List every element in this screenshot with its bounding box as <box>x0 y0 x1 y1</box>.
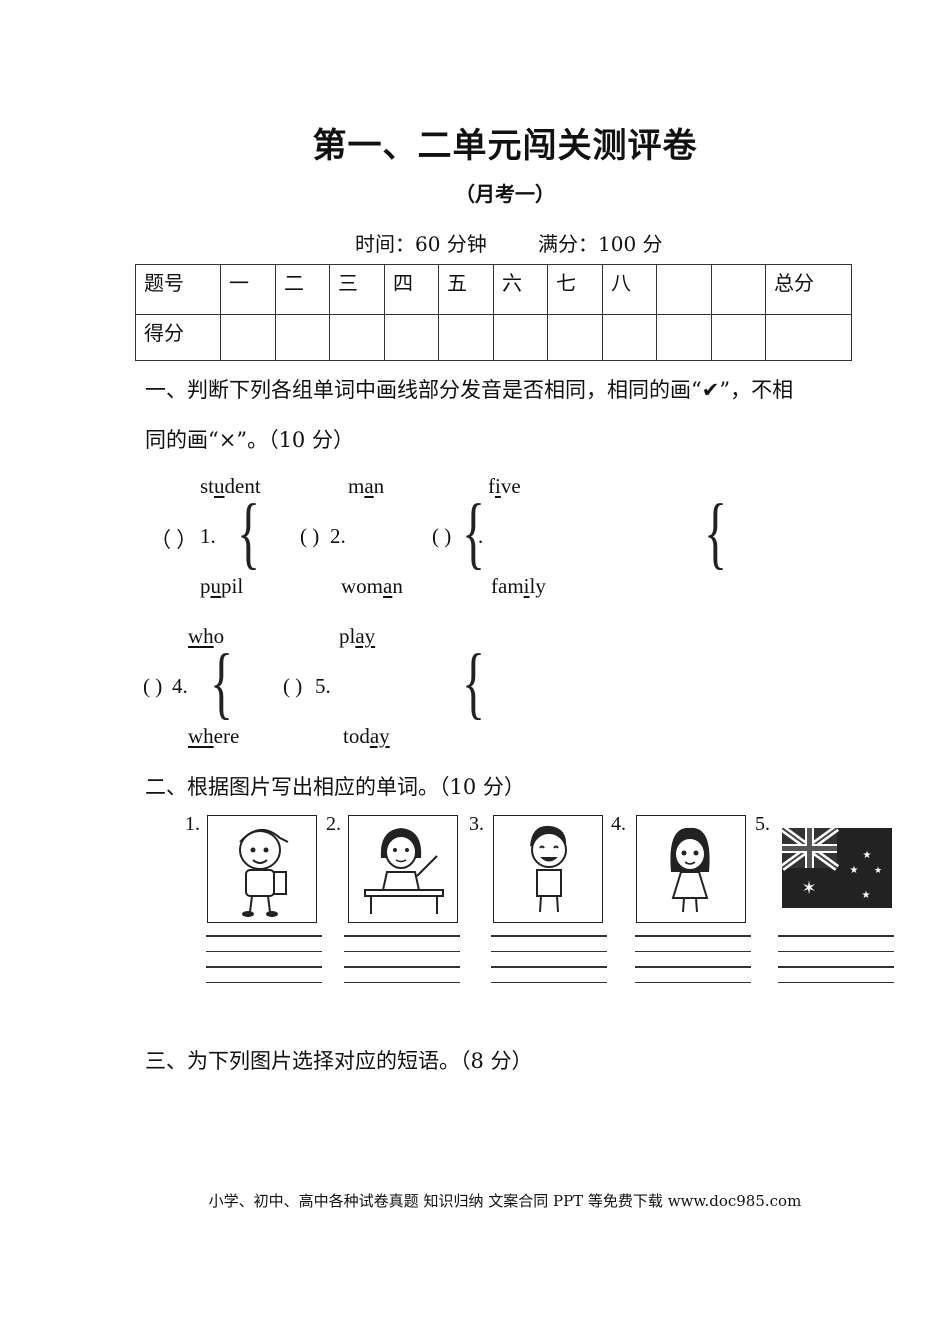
word-bottom: pupil <box>200 574 244 598</box>
picture-number: 4. <box>611 813 626 835</box>
word-bottom: today <box>343 724 390 748</box>
table-cell: 三 <box>329 264 385 315</box>
score-input-cell[interactable] <box>493 314 548 361</box>
picture-number: 3. <box>469 813 484 835</box>
score-input-cell[interactable] <box>602 314 657 361</box>
page-subtitle: （月考一） <box>455 182 555 206</box>
score-input-cell[interactable] <box>547 314 603 361</box>
australia-flag-icon: ✶ ★ ★ ★ ★ <box>779 825 892 908</box>
word-top: five <box>488 474 521 498</box>
picture-number: 5. <box>755 813 770 835</box>
item-number: 1. <box>200 524 216 548</box>
girl-icon <box>636 815 746 923</box>
score-input-cell[interactable] <box>656 314 712 361</box>
table-cell: 一 <box>220 264 276 315</box>
answer-paren[interactable]: ( ) <box>432 524 452 548</box>
picture-number: 1. <box>185 813 200 835</box>
score-input-cell[interactable] <box>438 314 494 361</box>
writing-lines[interactable] <box>344 935 460 997</box>
table-cell: 四 <box>384 264 439 315</box>
score-table: 题号 一 二 三 四 五 六 七 八 总分 得分 <box>135 264 852 361</box>
table-cell <box>656 264 712 315</box>
word-top: who <box>188 624 225 648</box>
svg-text:★: ★ <box>863 850 872 861</box>
picture-number: 2. <box>326 813 341 835</box>
table-cell <box>711 264 766 315</box>
writing-lines[interactable] <box>491 935 607 997</box>
svg-text:★: ★ <box>862 890 871 901</box>
writing-lines[interactable] <box>635 935 751 997</box>
brace-icon: { <box>462 639 486 727</box>
word-bottom: woman <box>341 574 403 598</box>
section2-heading: 二、根据图片写出相应的单词。（10 分） <box>145 775 525 799</box>
section1-instruction-line1: 一、判断下列各组单词中画线部分发音是否相同，相同的画“✔”，不相 <box>145 378 794 402</box>
word-top: man <box>348 474 385 498</box>
table-cell: 八 <box>602 264 657 315</box>
table-cell: 题号 <box>135 264 221 315</box>
svg-text:★: ★ <box>850 865 859 876</box>
brace-icon: { <box>704 489 728 577</box>
table-cell: 得分 <box>135 314 221 361</box>
table-cell: 六 <box>493 264 548 315</box>
score-input-cell[interactable] <box>329 314 385 361</box>
item-number: . <box>478 524 484 548</box>
exam-time: 时间：60 分钟 <box>355 232 487 256</box>
table-cell: 七 <box>547 264 603 315</box>
table-cell: 二 <box>275 264 330 315</box>
section1-instruction-line2: 同的画“×”。（10 分） <box>145 428 354 452</box>
item-number: 5. <box>315 674 331 698</box>
score-table-header-row: 题号 一 二 三 四 五 六 七 八 总分 <box>135 264 852 315</box>
answer-paren[interactable]: ( ) <box>283 674 303 698</box>
svg-text:★: ★ <box>874 866 882 876</box>
section3-heading: 三、为下列图片选择对应的短语。（8 分） <box>145 1049 533 1073</box>
score-input-cell[interactable] <box>220 314 276 361</box>
score-input-cell[interactable] <box>275 314 330 361</box>
word-bottom: where <box>188 724 240 748</box>
score-table-score-row: 得分 <box>135 314 852 361</box>
svg-text:✶: ✶ <box>801 878 816 899</box>
teacher-icon <box>348 815 458 923</box>
score-input-cell[interactable] <box>711 314 766 361</box>
writing-lines[interactable] <box>206 935 322 997</box>
boy-icon <box>493 815 603 923</box>
brace-icon: { <box>210 639 234 727</box>
table-cell: 总分 <box>765 264 852 315</box>
full-score: 满分：100 分 <box>538 232 663 256</box>
table-cell: 五 <box>438 264 494 315</box>
item-number: 4. <box>172 674 188 698</box>
brace-icon: { <box>462 489 486 577</box>
word-top: student <box>200 474 261 498</box>
word-bottom: family <box>491 574 546 598</box>
score-input-cell[interactable] <box>765 314 852 361</box>
answer-paren[interactable]: ( ) <box>300 524 320 548</box>
writing-lines[interactable] <box>778 935 894 997</box>
score-input-cell[interactable] <box>384 314 439 361</box>
page-footer: 小学、初中、高中各种试卷真题 知识归纳 文案合同 PPT 等免费下载 www.d… <box>208 1192 802 1210</box>
brace-icon: { <box>237 489 261 577</box>
boy-student-icon <box>207 815 317 923</box>
answer-paren[interactable]: （ ） <box>150 528 198 552</box>
word-top: play <box>339 624 376 648</box>
answer-paren[interactable]: ( ) <box>143 674 163 698</box>
item-number: 2. <box>330 524 346 548</box>
page-title: 第一、二单元闯关测评卷 <box>312 126 698 166</box>
